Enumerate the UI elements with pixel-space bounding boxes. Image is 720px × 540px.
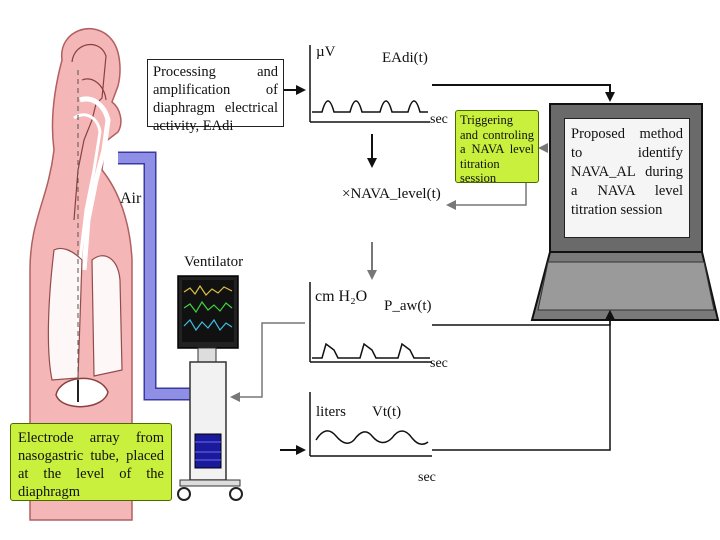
paw-plot	[309, 282, 432, 363]
paw-unit-label: cm H₂O	[315, 288, 368, 305]
processing-box: Processing and amplification of diaphrag…	[147, 59, 284, 134]
breathing-tube	[118, 151, 200, 401]
vt-plot	[309, 392, 432, 457]
laptop-screen-text: Proposed method to identify NAVA_AL duri…	[564, 118, 690, 238]
vt-signal-label: Vt(t)	[372, 404, 402, 420]
ventilator-label: Ventilator	[184, 254, 244, 270]
nava-level-label: ×NAVA_level(t)	[342, 186, 441, 202]
eadi-sec-label: sec	[430, 112, 448, 127]
laptop-text: Proposed method to identify NAVA_AL duri…	[571, 126, 683, 218]
paw-sec-label: sec	[430, 356, 448, 371]
eadi-plot	[309, 45, 430, 123]
arrows-dark	[280, 84, 615, 455]
electrode-box: Electrode array from nasogastric tube, p…	[10, 423, 172, 501]
processing-text: Processing and amplification of diaphrag…	[153, 64, 278, 134]
triggering-box: Triggering and controling a NAVA level t…	[455, 110, 539, 185]
ventilator	[177, 275, 243, 501]
electrode-text: Electrode array from nasogastric tube, p…	[18, 430, 164, 500]
arrows-gray	[230, 143, 548, 402]
vt-unit-label: liters	[316, 404, 346, 420]
air-label: Air	[120, 190, 142, 207]
triggering-text: Triggering and controling a NAVA level t…	[460, 113, 534, 185]
vt-sec-label: sec	[418, 470, 436, 485]
patient-silhouette	[29, 28, 133, 521]
eadi-unit-label: µV	[316, 44, 336, 60]
eadi-signal-label: EAdi(t)	[382, 50, 428, 66]
paw-signal-label: P_aw(t)	[384, 298, 432, 314]
